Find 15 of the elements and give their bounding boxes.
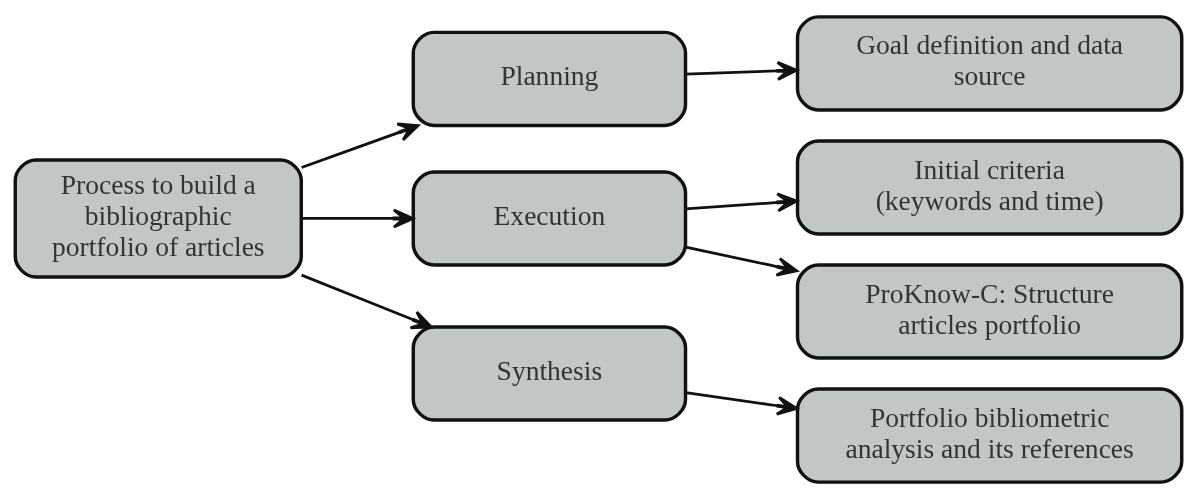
arrow: [685, 391, 799, 416]
node-box: ProKnow-C: Structure articles portfolio: [795, 263, 1184, 360]
node-box: Process to build a bibliographic portfolio of articles: [13, 158, 303, 279]
node-box: Portfolio bibliometric analysis and its references: [795, 387, 1184, 484]
node-box: Execution: [411, 170, 688, 267]
arrow: [301, 122, 420, 169]
arrow: [685, 60, 799, 81]
node-box: Planning: [411, 30, 688, 128]
arrow: [301, 208, 415, 229]
arrow: [685, 192, 799, 213]
node-box: Goal definition and data source: [795, 15, 1184, 112]
node-box: Synthesis: [411, 325, 688, 422]
arrow: [301, 273, 433, 330]
node-box: Initial criteria (keywords and time): [795, 139, 1184, 236]
arrow: [685, 245, 799, 277]
